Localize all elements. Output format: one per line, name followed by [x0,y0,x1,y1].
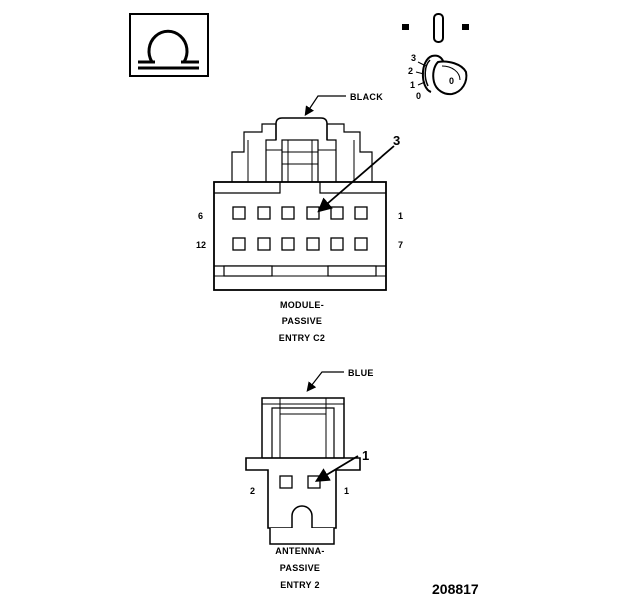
ohmmeter-icon [129,13,209,77]
antenna-title-line-1: ANTENNA- [275,546,324,556]
module-title-line-2: PASSIVE [282,316,322,326]
blue-label: BLUE [348,368,374,378]
module-pin-cavity [232,237,246,251]
antenna-title: ANTENNA- PASSIVE ENTRY 2 [275,546,324,590]
antenna-pin-cavity [307,475,321,489]
antenna-pin-label-1: 1 [344,486,349,496]
antenna-pin-cavity [279,475,293,489]
module-pin-cavity [281,206,295,220]
module-pin-cavity [354,237,368,251]
module-pin-cavity [354,206,368,220]
module-pin-cavities [232,206,368,251]
callout-1: 1 [362,448,369,463]
figure-number: 208817 [432,581,479,597]
module-pin-cavity [330,237,344,251]
callout-3: 3 [393,133,400,148]
key-position-2: 2 [408,66,413,76]
module-connector: 6 1 12 7 [196,117,403,291]
module-title-line-1: MODULE- [280,300,324,310]
key-position-1: 1 [410,80,415,90]
module-pin-cavity [232,206,246,220]
pin-label-7: 7 [398,240,403,250]
module-pin-cavity [306,206,320,220]
module-pin-cavity [257,206,271,220]
module-pin-cavity [257,237,271,251]
antenna-pin-label-2: 2 [250,486,255,496]
blue-color-callout: BLUE [306,368,374,392]
antenna-title-line-2: PASSIVE [280,563,320,573]
module-pin-cavity [281,237,295,251]
pin-label-12: 12 [196,240,206,250]
antenna-connector: 2 1 [245,397,361,545]
pin-label-6: 6 [198,211,203,221]
module-title: MODULE- PASSIVE ENTRY C2 [279,300,325,343]
key-label: 0 [449,76,454,86]
module-pin-cavity [306,237,320,251]
black-color-callout: BLACK [304,92,383,116]
antenna-title-line-3: ENTRY 2 [280,580,320,590]
pin-3-callout: 3 [317,133,400,213]
module-title-line-3: ENTRY C2 [279,333,325,343]
ignition-key-icon: 0 3 2 1 0 [402,13,469,101]
pin-1-callout: 1 [314,448,369,482]
key-position-0: 0 [416,91,421,101]
module-pin-cavity [330,206,344,220]
pin-label-1: 1 [398,211,403,221]
black-label: BLACK [350,92,383,102]
key-position-3: 3 [411,53,416,63]
